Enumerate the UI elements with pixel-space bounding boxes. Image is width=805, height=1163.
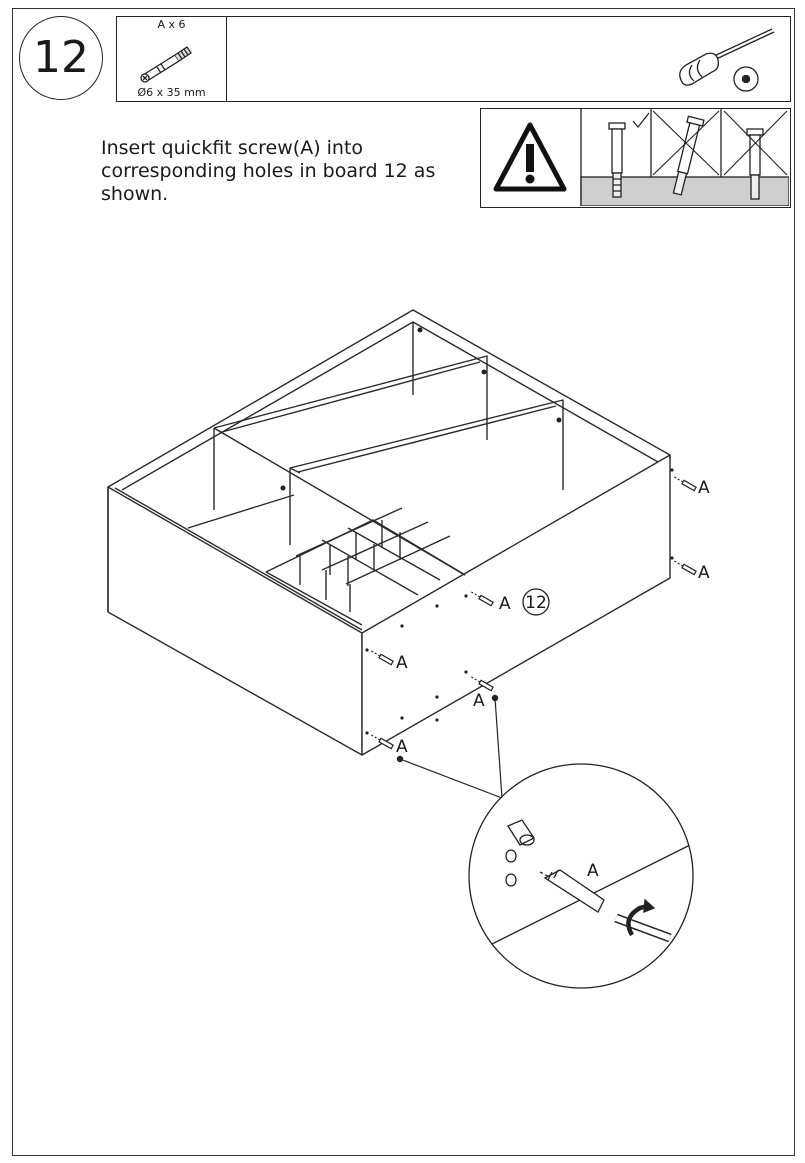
step-number: 12 xyxy=(19,16,103,100)
caution-illustration xyxy=(493,109,790,207)
board-number-text: 12 xyxy=(525,593,547,613)
part-size: Ø6 x 35 mm xyxy=(137,86,206,99)
caution-panel xyxy=(480,108,791,208)
warning-triangle-icon xyxy=(493,122,567,192)
cross-icon xyxy=(723,110,788,176)
part-label-a: A xyxy=(499,594,511,614)
quickfit-screws xyxy=(371,476,697,750)
screwdriver-tip-icon xyxy=(614,913,672,943)
part-label-a: A xyxy=(698,478,710,498)
step-number-text: 12 xyxy=(33,32,89,83)
divider-panel xyxy=(213,355,488,440)
page-border xyxy=(12,8,795,1156)
part-label-a: A xyxy=(473,691,485,711)
quickfit-screw-icon xyxy=(140,46,192,83)
detail-leader-lines xyxy=(396,694,503,799)
cross-icon xyxy=(652,110,720,176)
instruction-text: Insert quickfit screw(A) into correspond… xyxy=(101,137,436,205)
cabinet-top-edge xyxy=(107,309,671,488)
part-quantity: A x 6 xyxy=(157,18,186,31)
part-label-a: A xyxy=(396,737,408,757)
part-cell: A x 6 Ø6 x 35 mm xyxy=(117,17,227,101)
wine-rack-grid xyxy=(295,507,466,612)
parts-header: A x 6 Ø6 x 35 mm xyxy=(116,16,791,102)
screw-correct xyxy=(608,122,626,198)
pre-drilled-holes xyxy=(280,327,674,735)
detail-magnifier: A xyxy=(468,763,694,989)
divider-panel xyxy=(289,399,564,490)
checkmark-icon xyxy=(632,112,650,128)
part-label-a: A xyxy=(396,653,408,673)
part-label-a: A xyxy=(587,861,599,881)
board-12-side xyxy=(361,454,671,756)
cam-lock-icon xyxy=(507,819,535,846)
screw-too-deep xyxy=(746,128,764,200)
phillips-screwdriver-icon xyxy=(679,28,775,92)
board-number-badge: 12 xyxy=(522,588,550,616)
part-label-a: A xyxy=(698,563,710,583)
cabinet-front-panel xyxy=(107,486,363,756)
